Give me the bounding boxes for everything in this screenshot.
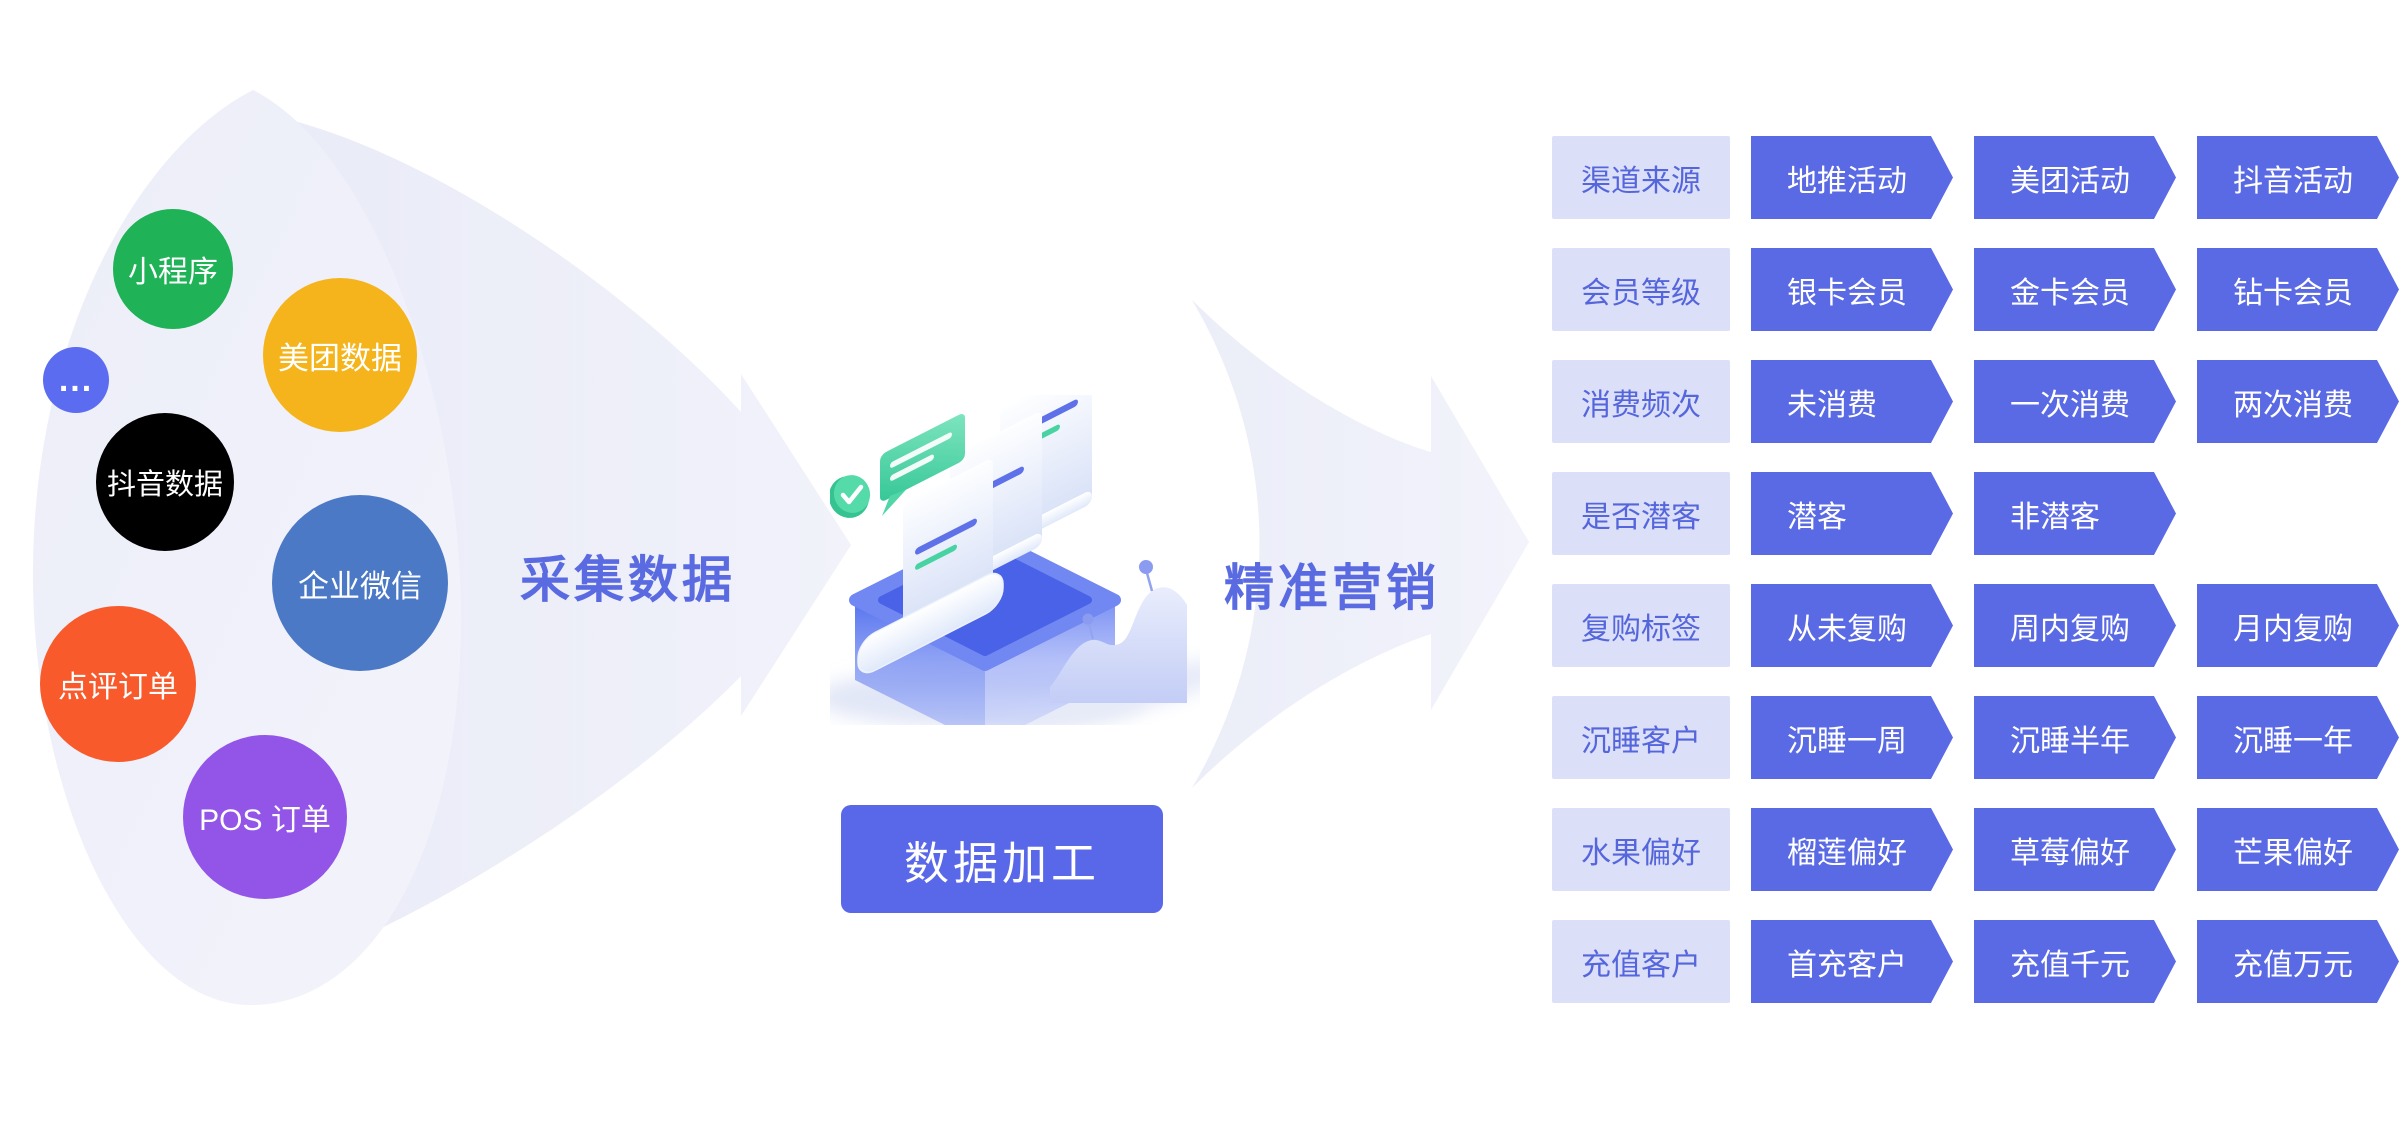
source-circle: ... bbox=[43, 347, 109, 413]
chart-silhouette-icon bbox=[1050, 560, 1187, 703]
tag-chevron: 美团活动 bbox=[1974, 136, 2176, 219]
tag-chevron: 首充客户 bbox=[1751, 920, 1953, 1003]
tag-category-label: 水果偏好 bbox=[1552, 808, 1730, 891]
tag-chevron: 钻卡会员 bbox=[2197, 248, 2399, 331]
tag-chevron: 草莓偏好 bbox=[1974, 808, 2176, 891]
paper-roll-icon bbox=[857, 572, 1004, 674]
collect-step-label: 采集数据 bbox=[520, 552, 736, 608]
tag-category-label: 渠道来源 bbox=[1552, 136, 1730, 219]
tag-row: 水果偏好榴莲偏好草莓偏好芒果偏好 bbox=[1552, 808, 2399, 891]
tag-category-label: 消费频次 bbox=[1552, 360, 1730, 443]
source-circle: 美团数据 bbox=[263, 278, 417, 432]
tag-chevron: 充值万元 bbox=[2197, 920, 2399, 1003]
tag-grid: 渠道来源地推活动美团活动抖音活动会员等级银卡会员金卡会员钻卡会员消费频次未消费一… bbox=[1552, 136, 2399, 1003]
tag-chevron: 两次消费 bbox=[2197, 360, 2399, 443]
tag-category-label: 沉睡客户 bbox=[1552, 696, 1730, 779]
tag-chevron: 一次消费 bbox=[1974, 360, 2176, 443]
tag-row: 沉睡客户沉睡一周沉睡半年沉睡一年 bbox=[1552, 696, 2399, 779]
tag-chevron: 月内复购 bbox=[2197, 584, 2399, 667]
data-processing-illustration bbox=[830, 395, 1200, 725]
tag-category-label: 复购标签 bbox=[1552, 584, 1730, 667]
tag-category-label: 充值客户 bbox=[1552, 920, 1730, 1003]
tag-chevron: 潜客 bbox=[1751, 472, 1953, 555]
source-circle: POS 订单 bbox=[183, 735, 347, 899]
market-step-label: 精准营销 bbox=[1224, 560, 1440, 616]
source-circle: 小程序 bbox=[113, 209, 233, 329]
source-circle: 点评订单 bbox=[40, 606, 196, 762]
tag-chevron: 沉睡半年 bbox=[1974, 696, 2176, 779]
tag-chevron: 非潜客 bbox=[1974, 472, 2176, 555]
source-circle-label: 美团数据 bbox=[278, 340, 402, 376]
tag-row: 消费频次未消费一次消费两次消费 bbox=[1552, 360, 2399, 443]
tag-row: 充值客户首充客户充值千元充值万元 bbox=[1552, 920, 2399, 1003]
source-circle-label: 点评订单 bbox=[58, 671, 178, 704]
source-circle-label: 企业微信 bbox=[298, 568, 422, 604]
source-circle: 企业微信 bbox=[272, 495, 448, 671]
tag-row: 是否潜客潜客非潜客 bbox=[1552, 472, 2399, 555]
tag-row: 渠道来源地推活动美团活动抖音活动 bbox=[1552, 136, 2399, 219]
tag-chevron: 沉睡一周 bbox=[1751, 696, 1953, 779]
marketing-arrow bbox=[1192, 300, 1529, 788]
tag-chevron: 芒果偏好 bbox=[2197, 808, 2399, 891]
tag-chevron: 榴莲偏好 bbox=[1751, 808, 1953, 891]
tag-chevron: 地推活动 bbox=[1751, 136, 1953, 219]
tag-chevron: 未消费 bbox=[1751, 360, 1953, 443]
source-circle-label: 抖音数据 bbox=[106, 469, 223, 501]
tag-chevron: 抖音活动 bbox=[2197, 136, 2399, 219]
tag-row: 复购标签从未复购周内复购月内复购 bbox=[1552, 584, 2399, 667]
tag-category-label: 会员等级 bbox=[1552, 248, 1730, 331]
tag-chevron: 银卡会员 bbox=[1751, 248, 1953, 331]
tag-chevron: 金卡会员 bbox=[1974, 248, 2176, 331]
source-circle-label: 小程序 bbox=[128, 256, 218, 289]
source-circle: 抖音数据 bbox=[96, 413, 234, 551]
source-circle-label: ... bbox=[58, 360, 94, 399]
check-icon bbox=[830, 475, 871, 518]
tag-chevron: 从未复购 bbox=[1751, 584, 1953, 667]
tag-chevron: 充值千元 bbox=[1974, 920, 2176, 1003]
tag-category-label: 是否潜客 bbox=[1552, 472, 1730, 555]
source-circles: 小程序美团数据... 抖音数据企业微信点评订单 POS 订单 bbox=[0, 0, 520, 1050]
chat-bubble-icon bbox=[880, 414, 965, 516]
tag-chevron: 沉睡一年 bbox=[2197, 696, 2399, 779]
tag-row: 会员等级银卡会员金卡会员钻卡会员 bbox=[1552, 248, 2399, 331]
process-data-button: 数据加工 bbox=[841, 805, 1163, 913]
tag-chevron: 周内复购 bbox=[1974, 584, 2176, 667]
source-circle-label: POS 订单 bbox=[199, 804, 331, 837]
